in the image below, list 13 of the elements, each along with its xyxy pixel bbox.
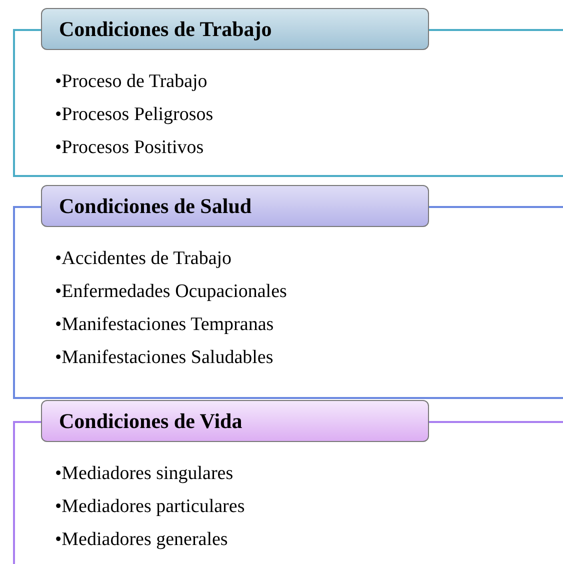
- bullet-item: •Mediadores particulares: [55, 495, 245, 519]
- header-tab: Condiciones de Trabajo: [41, 8, 429, 50]
- bullet-item: •Proceso de Trabajo: [55, 70, 208, 94]
- bullet-item: •Procesos Positivos: [55, 136, 204, 160]
- bullet-item: •Procesos Peligrosos: [55, 103, 214, 127]
- header-tab: Condiciones de Salud: [41, 185, 429, 227]
- bullet-item: •Enfermedades Ocupacionales: [55, 280, 287, 304]
- bullet-item: •Mediadores generales: [55, 528, 228, 552]
- bullet-item: •Manifestaciones Tempranas: [55, 313, 274, 337]
- header-tab: Condiciones de Vida: [41, 400, 429, 442]
- bullet-item: •Manifestaciones Saludables: [55, 346, 274, 370]
- bullet-item: •Accidentes de Trabajo: [55, 247, 232, 271]
- bullet-item: •Mediadores singulares: [55, 462, 234, 486]
